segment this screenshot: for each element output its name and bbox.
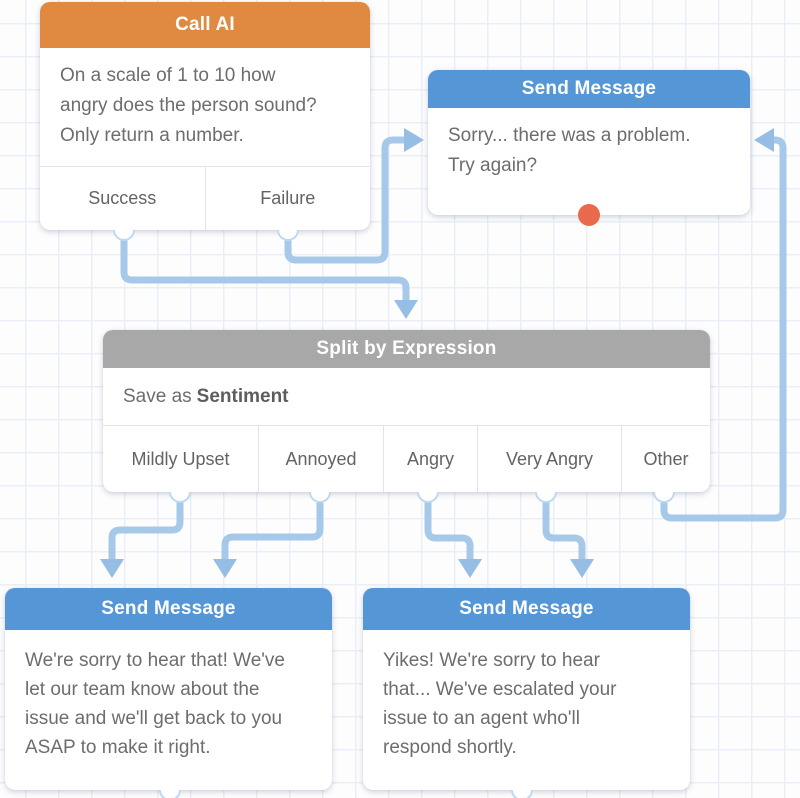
branch-other-label: Other bbox=[643, 448, 689, 469]
branch-annoyed[interactable]: Annoyed bbox=[258, 426, 383, 492]
node-call-ai-body: On a scale of 1 to 10 how angry does the… bbox=[60, 65, 317, 146]
node-send-message-mild-body: We're sorry to hear that! We've let our … bbox=[25, 650, 285, 758]
edge-split-mildly-upset-to-send-message-mild[interactable] bbox=[108, 500, 184, 560]
node-split-branches: Mildly Upset Annoyed Angry Very Angry Ot… bbox=[103, 425, 710, 492]
node-call-ai-branches: Success Failure bbox=[40, 166, 370, 230]
branch-other[interactable]: Other bbox=[621, 426, 710, 492]
edge-split-other-to-send-message-retry[interactable] bbox=[660, 136, 787, 522]
port-send-message-mild-out[interactable] bbox=[159, 790, 181, 798]
edge-call-ai-failure-to-send-message-retry[interactable] bbox=[284, 136, 405, 264]
arrowhead-split-angry bbox=[458, 559, 482, 578]
branch-success-label: Success bbox=[88, 188, 157, 208]
node-split-save-as: Save as Sentiment bbox=[103, 368, 710, 425]
arrowhead-split-other bbox=[754, 128, 774, 152]
edge-call-ai-success-to-split-by-expression[interactable] bbox=[120, 234, 410, 301]
branch-angry[interactable]: Angry bbox=[383, 426, 477, 492]
node-send-message-escalate-body: Yikes! We're sorry to hear that... We've… bbox=[383, 650, 617, 758]
node-send-message-retry[interactable]: Send Message Sorry... there was a proble… bbox=[428, 70, 750, 215]
node-send-message-escalate[interactable]: Send Message Yikes! We're sorry to hear … bbox=[363, 588, 690, 790]
branch-annoyed-label: Annoyed bbox=[285, 448, 357, 469]
edge-split-annoyed-to-send-message-mild[interactable] bbox=[221, 500, 324, 560]
node-call-ai[interactable]: Call AI On a scale of 1 to 10 how angry … bbox=[40, 2, 370, 230]
node-send-message-escalate-header[interactable]: Send Message bbox=[363, 588, 690, 630]
arrowhead-call-ai-success bbox=[394, 300, 418, 319]
branch-angry-label: Angry bbox=[406, 448, 455, 469]
node-call-ai-title: Call AI bbox=[175, 14, 235, 35]
port-send-message-escalate-out[interactable] bbox=[511, 790, 533, 798]
node-split-header[interactable]: Split by Expression bbox=[103, 330, 710, 368]
node-send-message-escalate-title: Send Message bbox=[459, 598, 594, 619]
node-send-message-retry-header[interactable]: Send Message bbox=[428, 70, 750, 108]
edge-split-very-angry-to-send-message-escalate[interactable] bbox=[542, 500, 586, 560]
branch-mildly-upset[interactable]: Mildly Upset bbox=[103, 426, 258, 492]
error-port-dot[interactable] bbox=[578, 204, 600, 226]
node-send-message-mild[interactable]: Send Message We're sorry to hear that! W… bbox=[5, 588, 332, 790]
arrowhead-split-very-angry bbox=[570, 559, 594, 578]
arrowhead-split-mildly-upset bbox=[100, 559, 124, 578]
node-send-message-retry-title: Send Message bbox=[521, 78, 657, 99]
save-as-label: Save as bbox=[123, 385, 192, 407]
save-as-variable: Sentiment bbox=[196, 385, 289, 407]
node-call-ai-header[interactable]: Call AI bbox=[40, 2, 370, 48]
node-send-message-retry-body: Sorry... there was a problem. Try again? bbox=[448, 125, 691, 176]
edge-split-angry-to-send-message-escalate[interactable] bbox=[424, 500, 474, 560]
branch-failure-label: Failure bbox=[260, 188, 316, 208]
branch-very-angry[interactable]: Very Angry bbox=[477, 426, 621, 492]
arrowhead-call-ai-failure bbox=[404, 128, 424, 152]
branch-mildly-upset-label: Mildly Upset bbox=[131, 448, 230, 469]
node-split-title: Split by Expression bbox=[316, 338, 497, 359]
arrowhead-split-annoyed bbox=[213, 559, 237, 578]
node-send-message-mild-title: Send Message bbox=[101, 598, 236, 619]
node-split-by-expression[interactable]: Split by Expression Save as Sentiment Mi… bbox=[103, 330, 710, 492]
branch-success[interactable]: Success bbox=[40, 167, 205, 230]
branch-very-angry-label: Very Angry bbox=[505, 448, 594, 469]
branch-failure[interactable]: Failure bbox=[204, 167, 371, 230]
node-send-message-mild-header[interactable]: Send Message bbox=[5, 588, 332, 630]
